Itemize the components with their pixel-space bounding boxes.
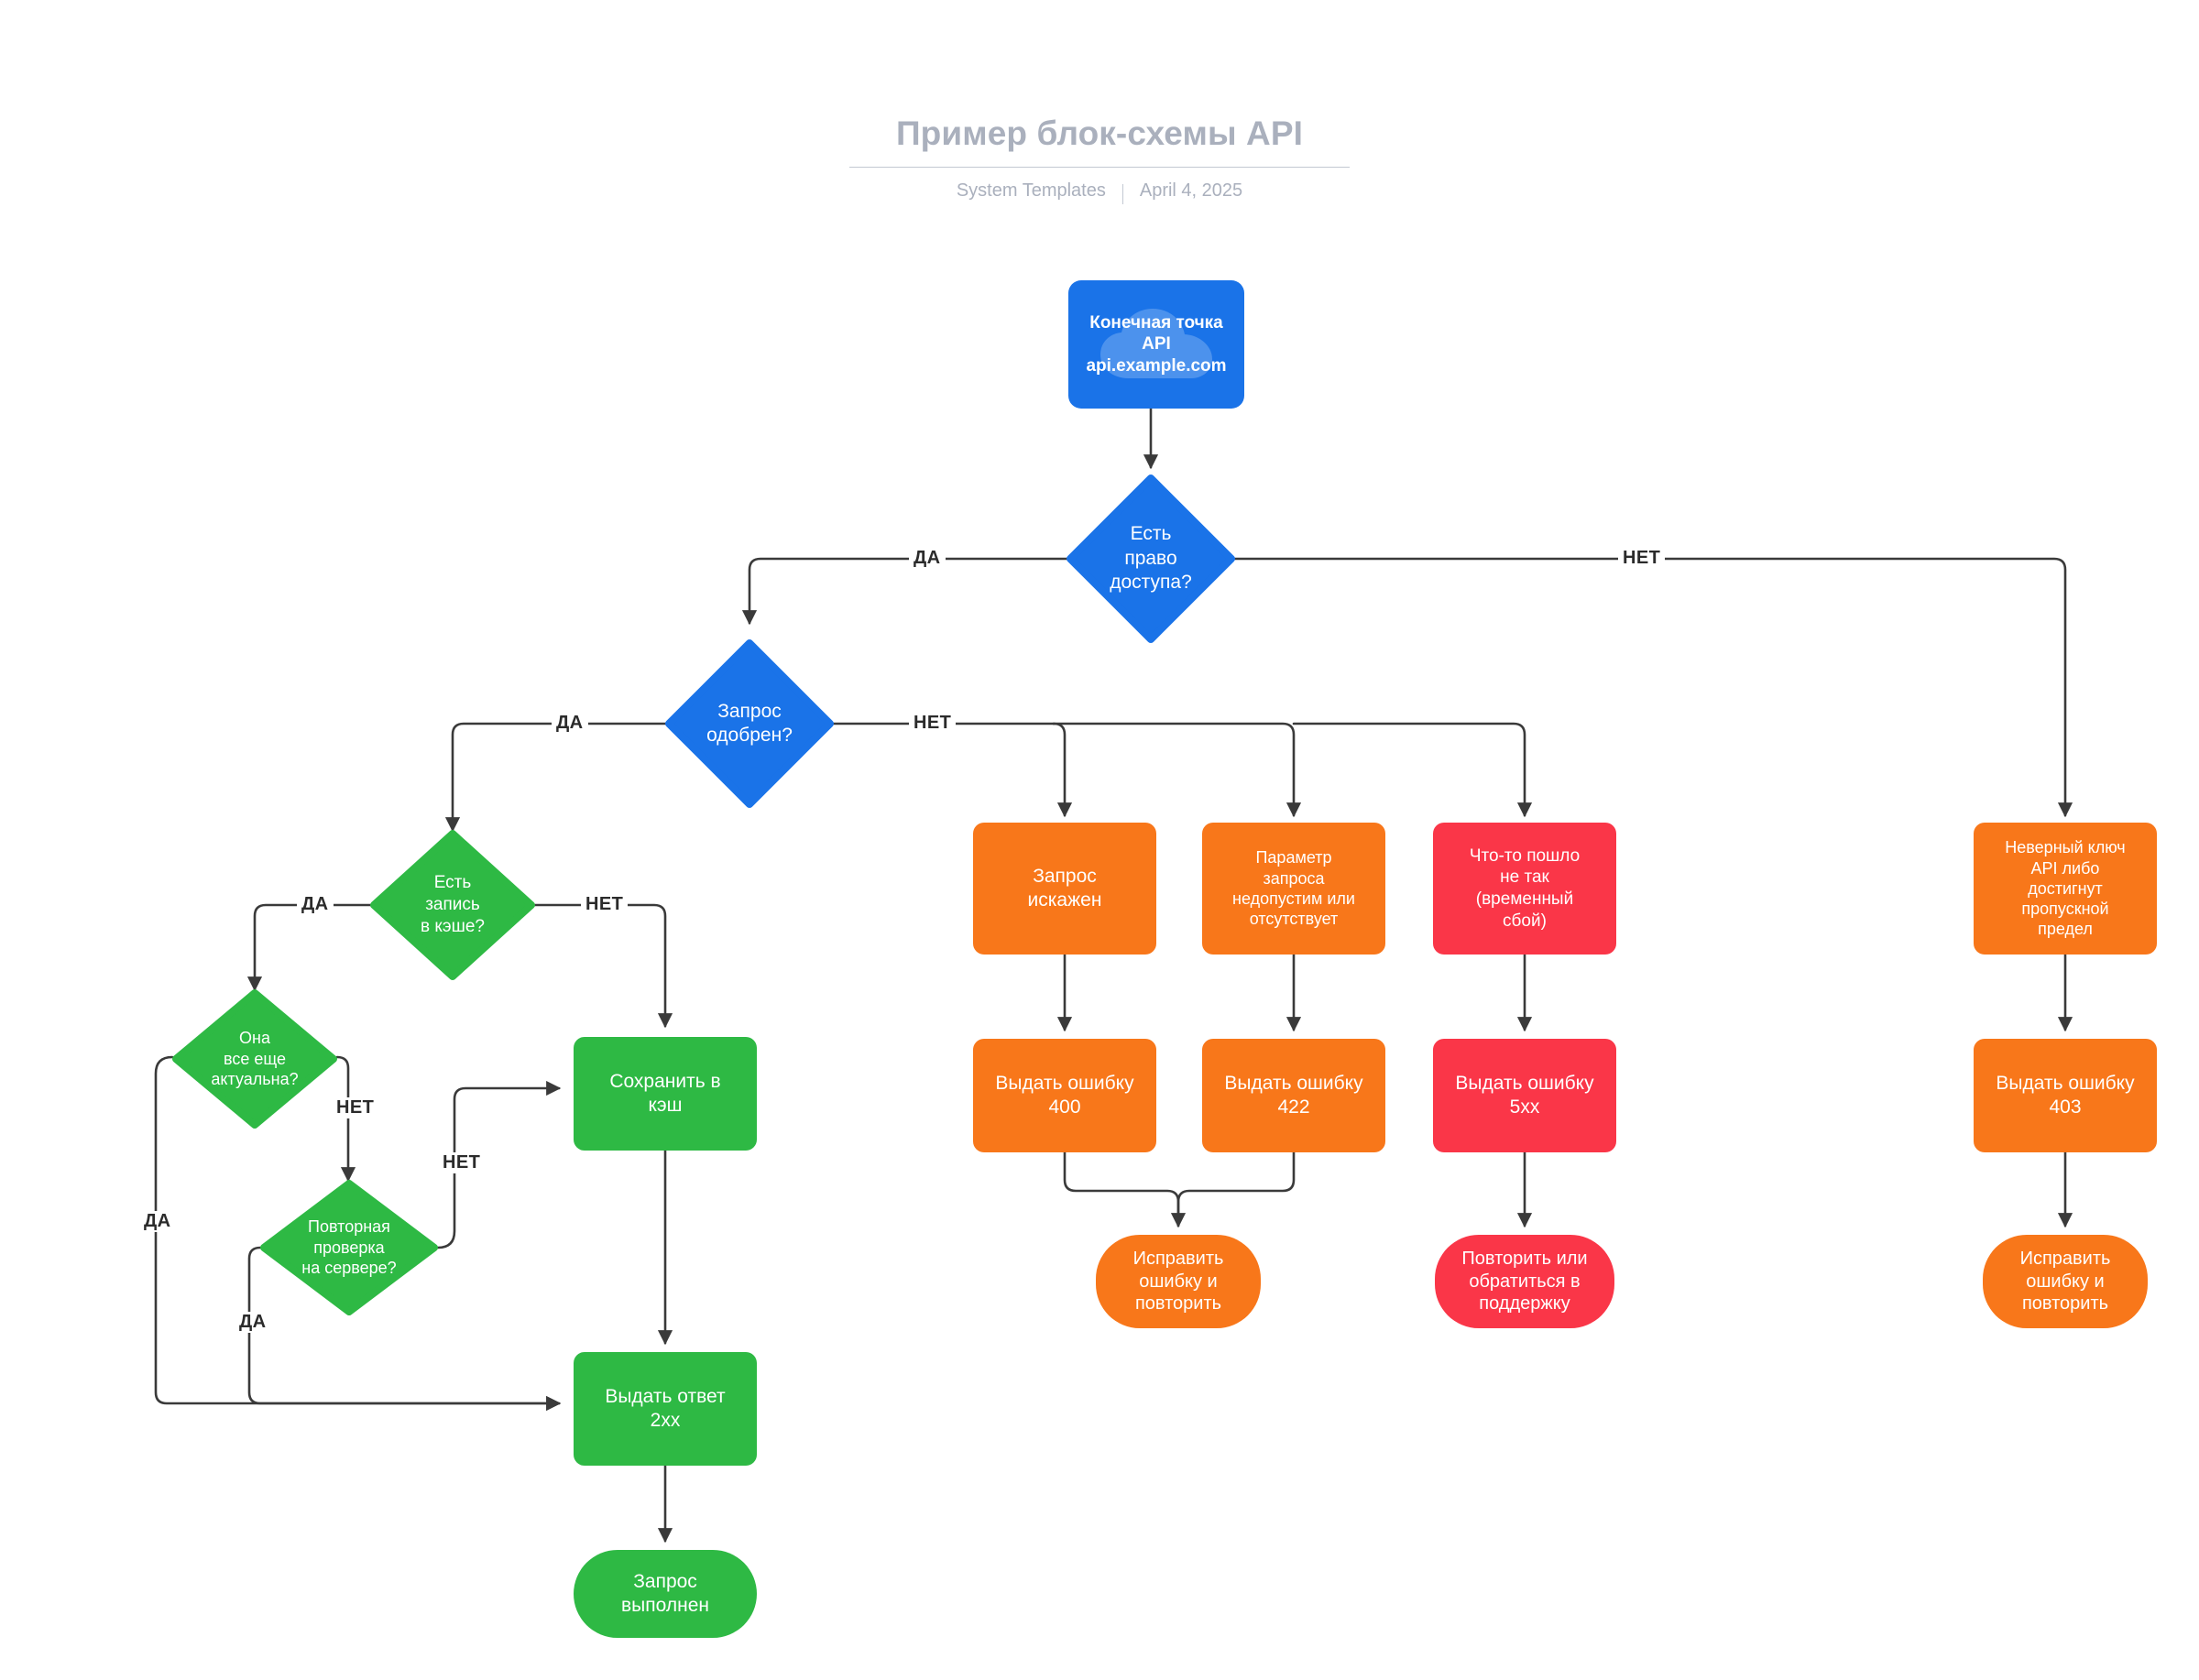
edge-label-access-yes: ДА <box>909 548 946 569</box>
node-fix-and-retry-1-label: Исправить ошибку и повторить <box>1132 1248 1224 1315</box>
node-error-422-label: Выдать ошибку 422 <box>1224 1072 1363 1118</box>
edge-label-approved-yes: ДА <box>552 713 588 734</box>
node-request-complete[interactable]: Запрос выполнен <box>574 1550 757 1638</box>
node-malformed-request[interactable]: Запрос искажен <box>973 823 1156 955</box>
edge-label-fresh-no: НЕТ <box>332 1097 379 1118</box>
node-api-endpoint[interactable]: Конечная точка API api.example.com <box>1068 280 1244 409</box>
edge-cache-yes <box>246 903 372 992</box>
node-save-to-cache[interactable]: Сохранить в кэш <box>574 1037 757 1151</box>
edge-approved-trunk-2 <box>1052 722 1302 818</box>
diamond-shape <box>370 830 535 980</box>
node-error-403-label: Выдать ошибку 403 <box>1996 1072 2135 1118</box>
node-error-422[interactable]: Выдать ошибку 422 <box>1202 1039 1385 1152</box>
edge-label-cache-yes: ДА <box>297 894 334 915</box>
edge-access-no <box>1233 557 2073 818</box>
node-malformed-request-label: Запрос искажен <box>1027 865 1102 911</box>
node-api-endpoint-label: Конечная точка API api.example.com <box>1086 312 1227 376</box>
edge-label-fresh-yes: ДА <box>139 1211 176 1232</box>
node-fix-and-retry-1[interactable]: Исправить ошибку и повторить <box>1096 1235 1261 1328</box>
node-fix-and-retry-2-label: Исправить ошибку и повторить <box>2019 1248 2111 1315</box>
edge-approved-yes <box>444 722 667 833</box>
node-retry-or-support[interactable]: Повторить или обратиться в поддержку <box>1435 1235 1614 1328</box>
node-error-400[interactable]: Выдать ошибку 400 <box>973 1039 1156 1152</box>
node-invalid-api-key[interactable]: Неверный ключ API либо достигнут пропуск… <box>1974 823 2157 955</box>
subtitle-source: System Templates <box>956 180 1106 202</box>
node-has-access-decision[interactable]: Есть право доступа? <box>1067 475 1235 643</box>
edge-400-merge <box>1063 1151 1187 1228</box>
node-cache-hit-decision[interactable]: Есть запись в кэше? <box>370 830 535 980</box>
node-invalid-parameter[interactable]: Параметр запроса недопустим или отсутств… <box>1202 823 1385 955</box>
node-error-403[interactable]: Выдать ошибку 403 <box>1974 1039 2157 1152</box>
node-invalid-parameter-label: Параметр запроса недопустим или отсутств… <box>1232 848 1355 929</box>
edge-label-revalidate-no: НЕТ <box>438 1152 486 1173</box>
node-still-fresh-label: Она все еще актуальна? <box>211 1028 299 1089</box>
subtitle-separator <box>1121 183 1123 204</box>
document-header: Пример блок-схемы API System Templates A… <box>0 114 2199 204</box>
node-request-approved-decision[interactable]: Запрос одобрен? <box>665 639 834 808</box>
edge-label-access-no: НЕТ <box>1618 548 1666 569</box>
node-request-approved-label: Запрос одобрен? <box>706 700 793 746</box>
edge-label-revalidate-yes: ДА <box>235 1312 271 1333</box>
edge-approved-trunk-3 <box>1292 722 1533 818</box>
node-respond-2xx[interactable]: Выдать ответ 2xx <box>574 1352 757 1466</box>
node-error-400-label: Выдать ошибку 400 <box>995 1072 1134 1118</box>
edge-cache-no <box>533 903 673 1029</box>
node-request-complete-label: Запрос выполнен <box>621 1570 709 1616</box>
node-temporary-failure-label: Что-то пошло не так (временный сбой) <box>1469 845 1581 931</box>
edge-label-approved-no: НЕТ <box>909 713 957 734</box>
edge-label-cache-no: НЕТ <box>581 894 629 915</box>
node-revalidate-label: Повторная проверка на сервере? <box>301 1216 397 1278</box>
cloud-icon <box>1100 308 1212 378</box>
title-divider <box>849 167 1350 169</box>
node-revalidate-decision[interactable]: Повторная проверка на сервере? <box>260 1180 438 1315</box>
node-retry-or-support-label: Повторить или обратиться в поддержку <box>1461 1248 1588 1315</box>
node-cache-hit-label: Есть запись в кэше? <box>421 873 485 936</box>
node-save-to-cache-label: Сохранить в кэш <box>609 1070 721 1116</box>
edge-422-merge <box>1176 1151 1296 1227</box>
node-error-5xx[interactable]: Выдать ошибку 5xx <box>1433 1039 1616 1152</box>
node-fix-and-retry-2[interactable]: Исправить ошибку и повторить <box>1983 1235 2148 1328</box>
subtitle-date: April 4, 2025 <box>1139 180 1243 202</box>
edge-fresh-no <box>335 1055 356 1183</box>
diamond-shape <box>1067 475 1235 643</box>
node-invalid-api-key-label: Неверный ключ API либо достигнут пропуск… <box>2005 838 2126 939</box>
edge-approved-to-malformed <box>1052 722 1073 818</box>
node-error-5xx-label: Выдать ошибку 5xx <box>1455 1072 1594 1118</box>
diamond-shape <box>665 639 834 808</box>
node-still-fresh-decision[interactable]: Она все еще актуальна? <box>172 989 337 1129</box>
node-has-access-label: Есть право доступа? <box>1110 523 1192 594</box>
edge-access-yes <box>741 557 1068 626</box>
page-title: Пример блок-схемы API <box>895 115 1304 152</box>
node-temporary-failure[interactable]: Что-то пошло не так (временный сбой) <box>1433 823 1616 955</box>
node-respond-2xx-label: Выдать ответ 2xx <box>605 1385 726 1431</box>
document-subtitle: System Templates April 4, 2025 <box>0 180 2199 204</box>
